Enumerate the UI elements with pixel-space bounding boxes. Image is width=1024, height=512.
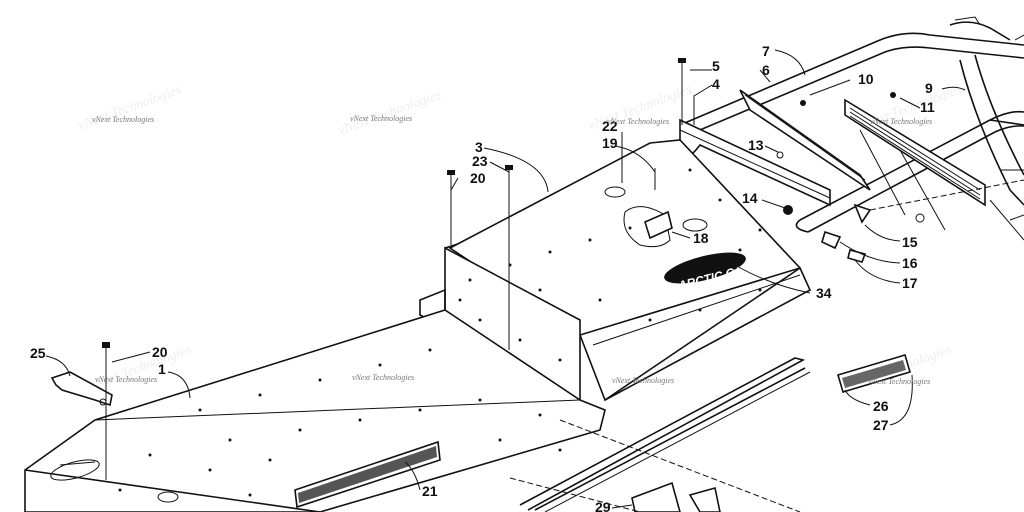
callout-11: 11 — [920, 99, 935, 115]
watermark-ghost: vNext Technologies — [76, 82, 184, 133]
rivet-part-20-left — [102, 342, 110, 480]
callout-3: 3 — [475, 139, 483, 155]
fasteners — [102, 58, 925, 480]
callout-16: 16 — [902, 255, 918, 271]
watermark: vNext Technologies — [612, 376, 674, 385]
callout-4: 4 — [712, 76, 720, 92]
callout-7: 7 — [762, 43, 770, 59]
watermark: vNext Technologies — [95, 375, 157, 384]
callout-21: 21 — [422, 483, 438, 499]
callout-13: 13 — [748, 137, 764, 153]
callout-18: 18 — [693, 230, 709, 246]
callout-17: 17 — [902, 275, 918, 291]
watermark: vNext Technologies — [352, 373, 414, 382]
watermark: vNext Technologies — [92, 115, 154, 124]
callout-29: 29 — [595, 499, 611, 512]
callout-27: 27 — [873, 417, 889, 433]
callout-10: 10 — [858, 71, 874, 87]
rivet-part-5 — [678, 58, 686, 125]
callout-6: 6 — [762, 62, 770, 78]
tow-hitch-part-18 — [604, 186, 708, 248]
callout-19: 19 — [602, 135, 618, 151]
callout-14: 14 — [742, 190, 758, 206]
callout-labels: 1 3 4 5 6 7 9 10 11 13 14 15 16 17 18 19… — [30, 43, 935, 512]
watermark-labels: vNext Technologies vNext Technologies vN… — [92, 114, 932, 386]
callout-1: 1 — [158, 361, 166, 377]
callout-9: 9 — [925, 80, 933, 96]
rivet-part-20 — [447, 170, 455, 245]
watermark-ghost: vNext Technologies — [86, 342, 194, 393]
mounting-holes — [118, 168, 762, 497]
grip-strip-part-21 — [294, 440, 441, 509]
assembly-centerlines — [509, 179, 1024, 512]
mesh-flap-part-9 — [844, 98, 986, 231]
bracket-part-29 — [631, 481, 721, 512]
watermark: vNext Technologies — [350, 114, 412, 123]
arctic-cat-logo: ARCTIC CAT — [664, 252, 752, 293]
leader-lines — [45, 49, 966, 509]
callout-5: 5 — [712, 58, 720, 74]
callout-34: 34 — [816, 285, 832, 301]
slide-rail — [519, 357, 811, 512]
watermark: vNext Technologies — [870, 117, 932, 126]
callout-15: 15 — [902, 234, 918, 250]
rivet-part-23 — [505, 165, 513, 350]
callout-26: 26 — [873, 398, 889, 414]
callout-20-upper: 20 — [470, 170, 486, 186]
watermark: vNext Technologies — [607, 117, 669, 126]
callout-22: 22 — [602, 118, 618, 134]
snow-flap-part-6 — [739, 89, 871, 191]
callout-25: 25 — [30, 345, 46, 361]
callout-23: 23 — [472, 153, 488, 169]
rear-bumper-frame — [679, 16, 1024, 241]
reflector-part-26 — [837, 354, 911, 393]
callout-20-lower: 20 — [152, 344, 168, 360]
watermark: vNext Technologies — [868, 377, 930, 386]
tunnel-deck-part-1 — [24, 309, 606, 512]
